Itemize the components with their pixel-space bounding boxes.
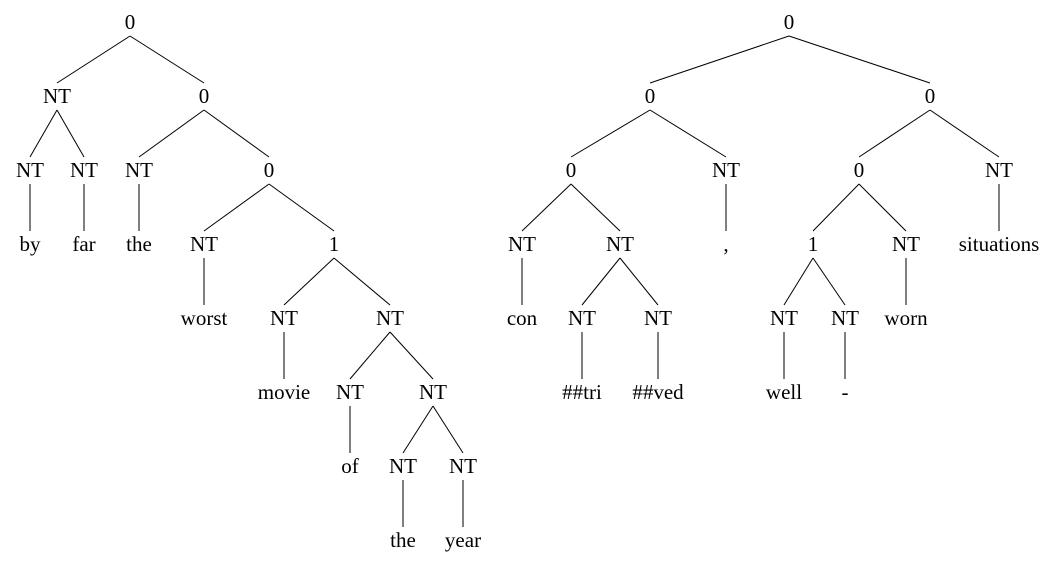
tree-edge (129, 35, 205, 84)
node-nt: NT (606, 232, 634, 256)
tree-edge (788, 35, 931, 84)
token-the: the (390, 528, 416, 552)
tree-edge (649, 109, 727, 158)
tree-edges (29, 35, 1000, 527)
node-nt: NT (376, 306, 404, 330)
node-nt: NT (568, 306, 596, 330)
tree-edge (283, 257, 335, 306)
token-well: well (766, 380, 802, 404)
node-nt: NT (508, 232, 536, 256)
tree-edge (929, 109, 1000, 158)
token-year: year (445, 528, 481, 552)
node-label-0: 0 (925, 84, 936, 108)
tree-edge (783, 257, 814, 306)
node-nt: NT (43, 84, 71, 108)
tree-edge (570, 183, 621, 232)
token-worst: worst (181, 306, 228, 330)
tree-edge (56, 109, 85, 158)
node-nt: NT (336, 380, 364, 404)
tree-edge (432, 405, 464, 454)
node-nt: NT (16, 158, 44, 182)
node-nt: NT (270, 306, 298, 330)
tree-edge (812, 257, 846, 306)
token-the: the (126, 232, 152, 256)
node-label-1: 1 (329, 232, 340, 256)
node-nt: NT (892, 232, 920, 256)
node-nt: NT (831, 306, 859, 330)
node-label-0: 0 (199, 84, 210, 108)
node-label-0: 0 (854, 158, 865, 182)
token-punct: , (723, 232, 728, 256)
node-label-0: 0 (264, 158, 275, 182)
node-nt: NT (70, 158, 98, 182)
tree-edge (649, 35, 790, 84)
node-label-0: 0 (125, 10, 136, 34)
tree-edge (333, 257, 391, 306)
token-con: con (507, 306, 538, 330)
token-by: by (20, 232, 42, 256)
token-of: of (341, 454, 359, 478)
token-movie: movie (258, 380, 311, 404)
tree-edge (349, 331, 391, 380)
node-nt: NT (419, 380, 447, 404)
tree-edge (268, 183, 335, 232)
node-nt: NT (985, 158, 1013, 182)
tree-edge (812, 183, 860, 232)
token-ved: ##ved (632, 380, 684, 404)
token-far: far (72, 232, 95, 256)
tree-edge (29, 109, 58, 158)
tree-edge (858, 109, 931, 158)
tree-edge (138, 109, 205, 158)
node-nt: NT (770, 306, 798, 330)
node-label-1: 1 (808, 232, 819, 256)
token-worn: worn (884, 306, 928, 330)
node-nt: NT (389, 454, 417, 478)
node-label-0: 0 (645, 84, 656, 108)
node-label-0: 0 (784, 10, 795, 34)
tree-edge (521, 183, 572, 232)
tree-edge (203, 183, 270, 232)
tree-edge (203, 109, 270, 158)
node-nt: NT (712, 158, 740, 182)
node-nt: NT (125, 158, 153, 182)
tree-edge (56, 35, 131, 84)
tree-edge (570, 109, 651, 158)
node-label-0: 0 (566, 158, 577, 182)
tree-edge (389, 331, 434, 380)
token-situations: situations (959, 232, 1040, 256)
tree-edge (402, 405, 434, 454)
tree-labels: 0NTNTbyNTfar0NTthe0NTworst1NTmovieNTNTof… (16, 10, 1039, 552)
token-tri: ##tri (562, 380, 602, 404)
tree-edge (858, 183, 907, 232)
node-nt: NT (449, 454, 477, 478)
tree-edge (619, 257, 659, 306)
node-nt: NT (644, 306, 672, 330)
token-punct: - (842, 380, 849, 404)
node-nt: NT (190, 232, 218, 256)
tree-edge (581, 257, 621, 306)
